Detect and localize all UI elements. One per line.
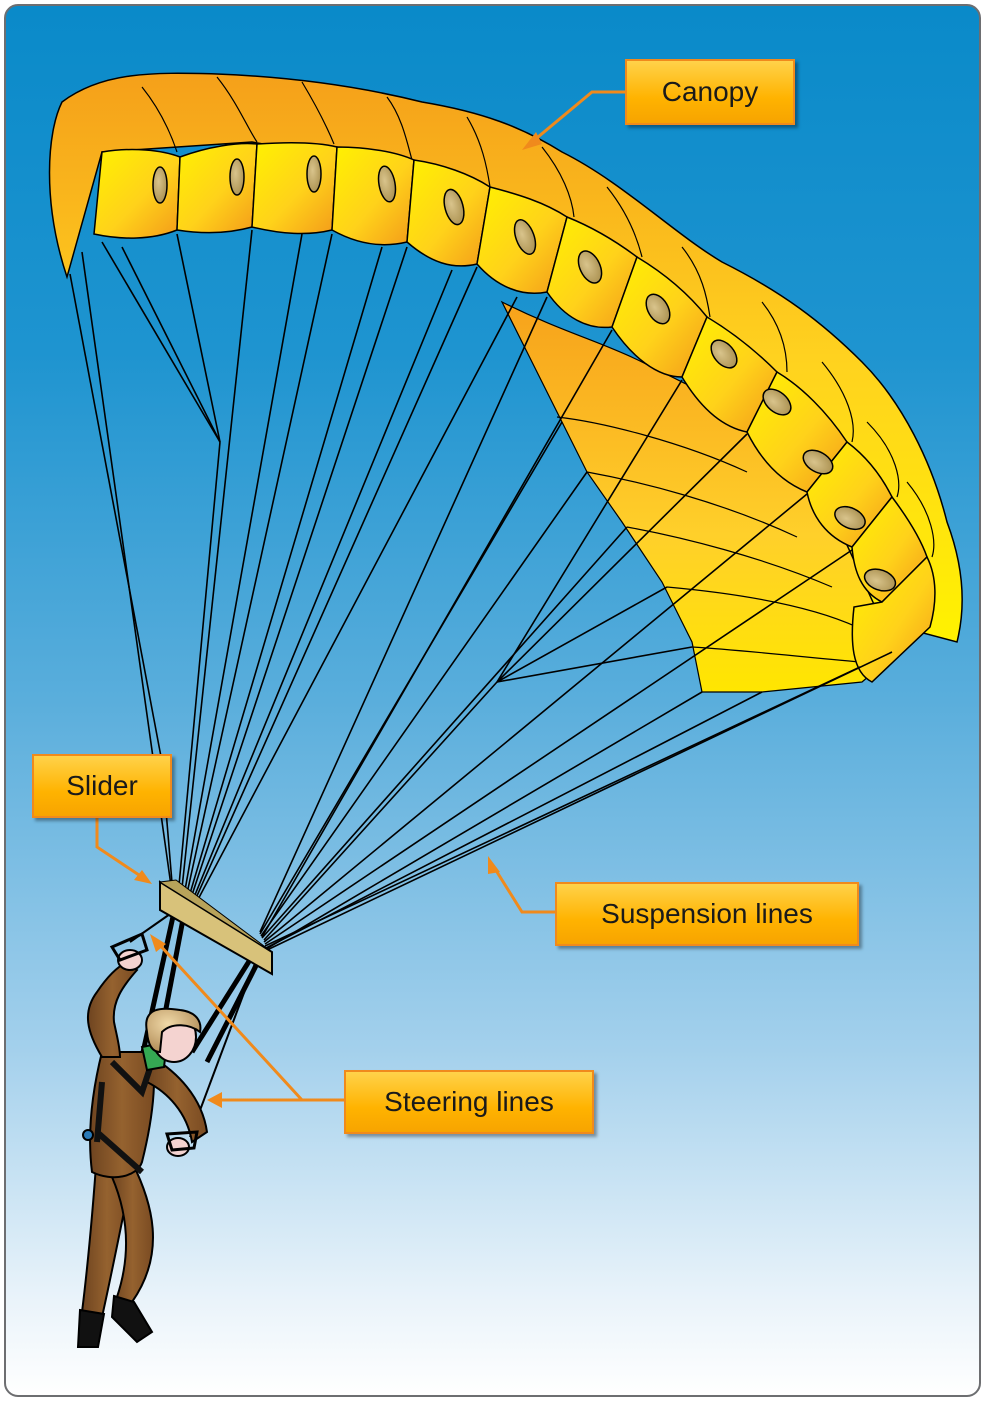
canopy-leader bbox=[531, 90, 627, 144]
canopy bbox=[48, 72, 963, 693]
slider-label: Slider bbox=[32, 754, 172, 818]
suspension-lines-leader bbox=[490, 863, 557, 914]
parachute-illustration bbox=[48, 72, 963, 1348]
canopy-label: Canopy bbox=[625, 59, 795, 125]
slider-leader bbox=[95, 812, 143, 879]
suspension-lines bbox=[69, 229, 893, 951]
canopy-intakes bbox=[152, 155, 897, 592]
diagram-frame: Canopy Slider Suspension lines Steering … bbox=[4, 4, 981, 1397]
jumper bbox=[76, 931, 209, 1348]
leader-lines bbox=[95, 90, 627, 1108]
suspension-lines-label: Suspension lines bbox=[555, 882, 859, 946]
steering-lines-label: Steering lines bbox=[344, 1070, 594, 1134]
canopy-underside bbox=[500, 300, 933, 693]
